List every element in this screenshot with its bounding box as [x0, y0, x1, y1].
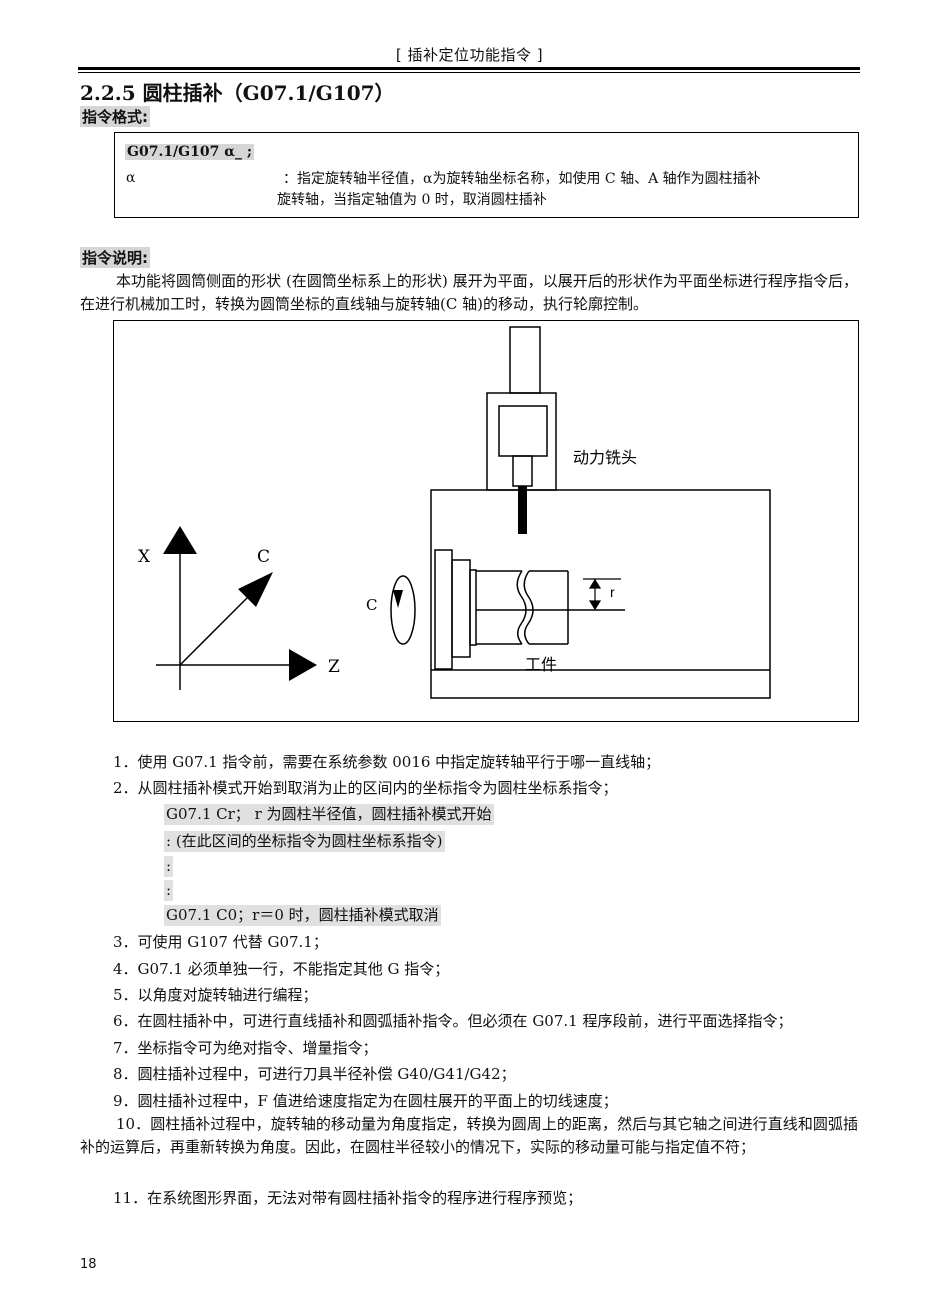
machine-table	[430, 489, 771, 699]
section-title: 2.2.5 圆柱插补（G07.1/G107）	[80, 81, 395, 105]
note-7: 7．坐标指令可为绝对指令、增量指令；	[113, 1039, 378, 1057]
page-number: 18	[80, 1257, 97, 1272]
radius-dimension	[583, 578, 621, 611]
axis-x-label: X	[138, 547, 151, 567]
note-2: 2．从圆柱插补模式开始到取消为止的区间内的坐标指令为圆柱坐标系指令；	[113, 779, 618, 797]
format-description-line1: ：指定旋转轴半径值，α为旋转轴坐标名称，如使用 C 轴、A 轴作为圆柱插补	[283, 171, 761, 187]
code-line-cancel: G07.1 C0；r＝0 时，圆柱插补模式取消	[164, 905, 441, 926]
header-rule-thin	[78, 72, 860, 73]
note-5: 5．以角度对旋转轴进行编程；	[113, 986, 318, 1004]
note-9: 9．圆柱插补过程中，F 值进给速度指定为在圆柱展开的平面上的切线速度；	[113, 1092, 618, 1110]
rotation-ellipse	[390, 575, 416, 645]
format-box	[114, 132, 859, 218]
rotation-label: C	[366, 596, 377, 614]
milling-head-label: 动力铣头	[573, 448, 637, 467]
axis-x	[163, 526, 197, 690]
note-3: 3．可使用 G107 代替 G07.1；	[113, 933, 328, 951]
figure-frame	[113, 320, 859, 722]
format-description-line2: 旋转轴，当指定轴值为 0 时，取消圆柱插补	[277, 192, 547, 208]
code-line-start: G07.1 Cr； r 为圆柱半径值，圆柱插补模式开始	[164, 804, 494, 825]
note-6: 6．在圆柱插补中，可进行直线插补和圆弧插补指令。但必须在 G07.1 程序段前，…	[113, 1012, 793, 1030]
rotation-arrow-icon	[393, 590, 403, 608]
cylindrical-interpolation-diagram: 动力铣头 工件 r C X Z	[138, 326, 771, 699]
workpiece-label: 工件	[525, 655, 557, 674]
note-10: 10．圆柱插补过程中，旋转轴的移动量为角度指定，转换为圆周上的距离，然后与其它轴…	[80, 1115, 858, 1156]
milling-head	[486, 326, 557, 491]
header-rule-thick	[78, 67, 860, 70]
note-1: 1．使用 G07.1 指令前，需要在系统参数 0016 中指定旋转轴平行于哪一直…	[113, 753, 661, 771]
axis-z-label: Z	[328, 657, 340, 677]
workpiece	[476, 570, 625, 645]
description-intro: 本功能将圆筒侧面的形状 (在圆筒坐标系上的形状) 展开为平面，以展开后的形状作为…	[80, 272, 858, 313]
axis-c-label: C	[257, 547, 270, 567]
description-label: 指令说明:	[80, 247, 150, 268]
axis-c	[179, 572, 273, 666]
milling-tool	[518, 486, 527, 534]
code-line-ellipsis: :	[164, 880, 174, 901]
format-command: G07.1/G107 α_ ;	[125, 144, 255, 160]
format-label: 指令格式:	[80, 106, 150, 127]
chuck	[434, 549, 477, 670]
running-header: [ 插补定位功能指令 ]	[395, 46, 544, 64]
note-4: 4．G07.1 必须单独一行，不能指定其他 G 指令；	[113, 960, 450, 978]
code-line-comment: : (在此区间的坐标指令为圆柱坐标系指令)	[164, 831, 445, 852]
note-8: 8．圆柱插补过程中，可进行刀具半径补偿 G40/G41/G42；	[113, 1065, 516, 1083]
note-11: 11．在系统图形界面，无法对带有圆柱插补指令的程序进行程序预览；	[113, 1189, 583, 1207]
axis-z	[156, 649, 317, 681]
code-line-ellipsis: :	[164, 856, 174, 877]
format-alpha: α	[126, 170, 136, 186]
radius-label: r	[610, 584, 615, 600]
